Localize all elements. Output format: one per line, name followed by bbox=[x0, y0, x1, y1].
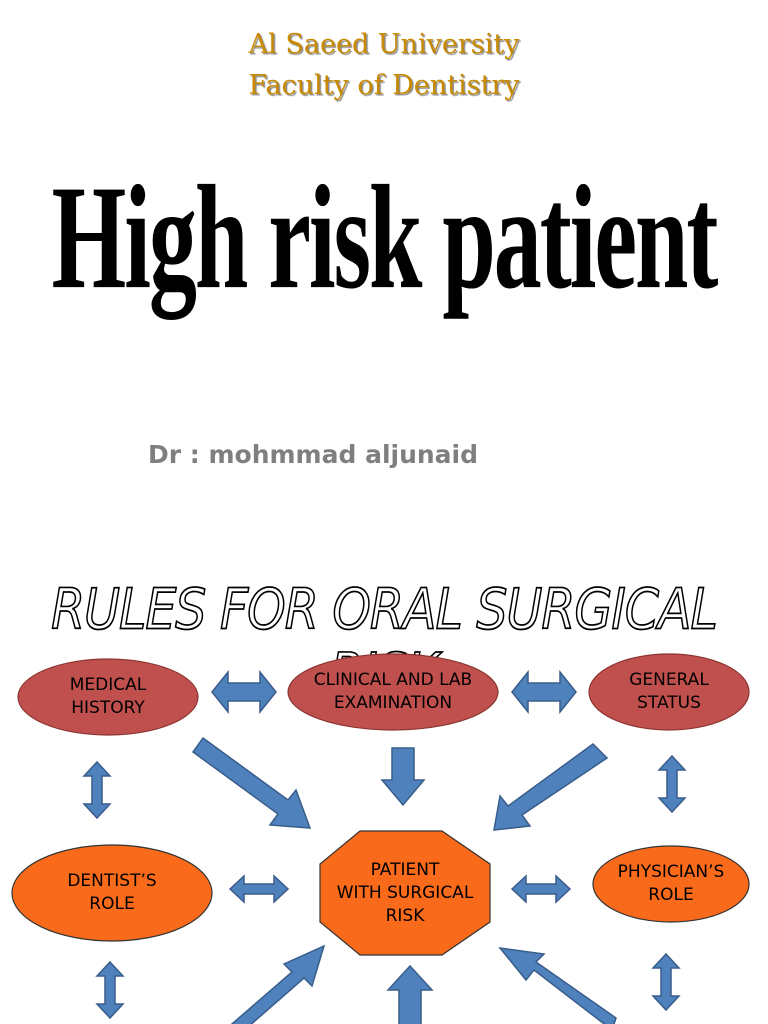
diagonal-arrow-icon bbox=[191, 736, 312, 829]
dentists-role-label: DENTIST’S ROLE bbox=[67, 871, 157, 914]
diagonal-arrow-icon bbox=[493, 743, 609, 831]
double-arrow-icon bbox=[511, 669, 577, 715]
dentists-role-node bbox=[11, 844, 213, 942]
physicians-role-node bbox=[592, 845, 750, 923]
medical-history-node bbox=[17, 658, 199, 736]
general-status-node bbox=[588, 653, 750, 731]
double-arrow-icon bbox=[82, 760, 112, 820]
clinical-lab-node bbox=[287, 653, 499, 731]
double-arrow-icon bbox=[211, 669, 277, 715]
patient-label: PATIENT WITH SURGICAL RISK bbox=[336, 859, 474, 926]
double-arrow-icon bbox=[510, 874, 572, 904]
clinical-lab-label: CLINICAL AND LAB EXAMINATION bbox=[313, 670, 473, 713]
faculty-name: Faculty of Dentistry bbox=[248, 70, 520, 101]
double-arrow-icon bbox=[95, 960, 125, 1020]
university-name: Al Saeed University bbox=[248, 29, 520, 60]
medical-history-label: MEDICAL HISTORY bbox=[69, 675, 147, 718]
slide-title: High risk patient bbox=[51, 153, 719, 320]
double-arrow-icon bbox=[657, 754, 687, 814]
up-arrow-icon bbox=[386, 964, 434, 1024]
diagonal-arrow-icon bbox=[498, 947, 617, 1024]
double-arrow-icon bbox=[651, 952, 681, 1012]
patient-node bbox=[319, 830, 491, 956]
author-name: Dr : mohmmad aljunaid bbox=[148, 440, 479, 469]
general-status-label: GENERAL STATUS bbox=[629, 670, 709, 713]
diagonal-arrow-icon bbox=[230, 944, 326, 1024]
physicians-role-label: PHYSICIAN’S ROLE bbox=[617, 862, 725, 905]
down-arrow-icon bbox=[380, 747, 426, 807]
double-arrow-icon bbox=[228, 874, 290, 904]
